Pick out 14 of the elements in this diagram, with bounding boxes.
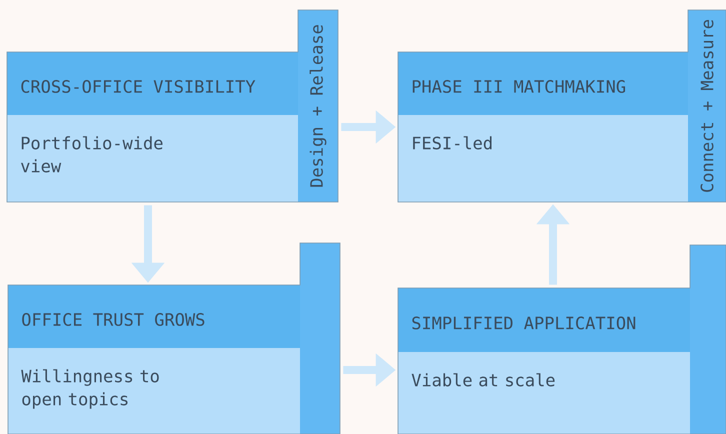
phase-card bbox=[398, 10, 726, 202]
heading: CROSS-OFFICE VISIBILITY bbox=[21, 80, 256, 93]
heading: OFFICE TRUST GROWS bbox=[22, 313, 204, 326]
body-text: Portfolio-wide view bbox=[21, 136, 162, 172]
phase-card bbox=[6, 10, 338, 202]
side-label: Connect + Measure bbox=[700, 20, 714, 192]
body-text: Willingness to open topics bbox=[21, 369, 159, 409]
body-text: FESI-led bbox=[413, 136, 492, 150]
phase-card bbox=[398, 244, 726, 434]
side-label: Design + Release bbox=[310, 25, 326, 187]
body-text: Viable at scale bbox=[412, 373, 555, 386]
heading: PHASE III MATCHMAKING bbox=[412, 80, 626, 93]
phase-card bbox=[8, 242, 340, 434]
heading: SIMPLIFIED APPLICATION bbox=[412, 316, 636, 330]
